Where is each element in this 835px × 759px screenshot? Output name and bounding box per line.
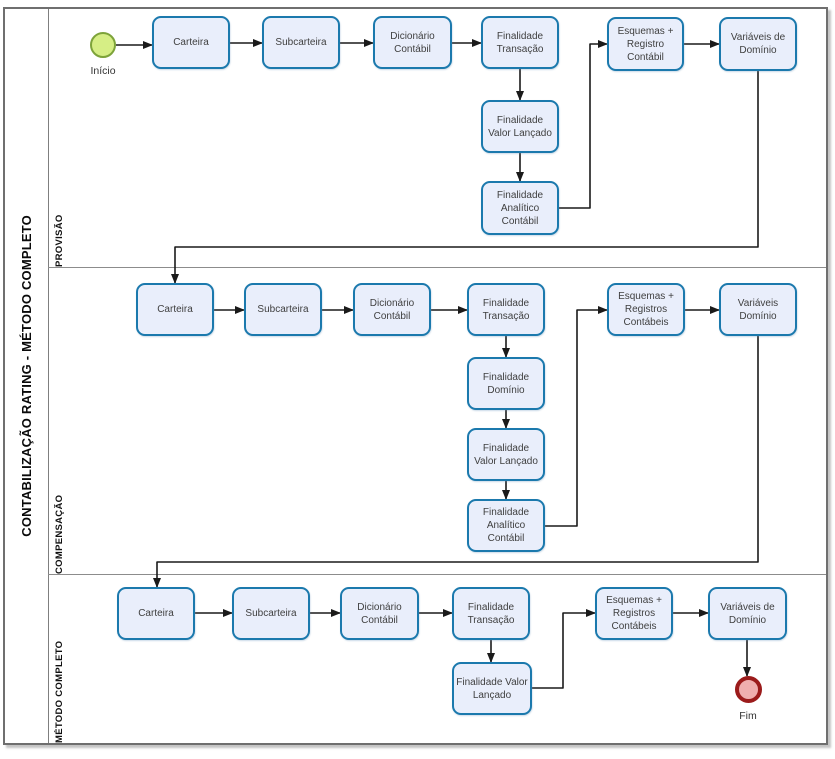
task-label: Dicionário Contábil — [390, 30, 435, 55]
task-label: Dicionário Contábil — [369, 297, 415, 322]
task-label: Subcarteira — [245, 608, 297, 619]
task-metodo-completo-carteira[interactable]: Carteira — [117, 587, 195, 640]
task-compensacao-finalidade-analitico-contabil[interactable]: Finalidade Analítico Contábil — [467, 499, 545, 552]
task-compensacao-finalidade-valor-lancado[interactable]: Finalidade Valor Lançado — [467, 428, 545, 481]
task-label: Finalidade Transação — [482, 297, 530, 322]
end-event-label: Fim — [739, 709, 757, 722]
task-metodo-completo-finalidade-valor-lancado[interactable]: Finalidade Valor Lançado — [452, 662, 532, 715]
task-label: Carteira — [173, 37, 209, 48]
task-label: Carteira — [157, 304, 193, 315]
task-provisao-finalidade-valor-lancado[interactable]: Finalidade Valor Lançado — [481, 100, 559, 153]
task-provisao-variaveis-de-dominio[interactable]: Variáveis de Domínio — [719, 17, 797, 71]
task-label: Esquemas + Registros Contábeis — [606, 595, 662, 632]
task-compensacao-subcarteira[interactable]: Subcarteira — [244, 283, 322, 336]
task-label: Dicionário Contábil — [357, 601, 402, 626]
task-label: Finalidade Domínio — [482, 371, 530, 396]
task-compensacao-dicionario-contabil[interactable]: Dicionário Contábil — [353, 283, 431, 336]
task-provisao-subcarteira[interactable]: Subcarteira — [262, 16, 340, 69]
task-label: Finalidade Transação — [496, 30, 544, 55]
task-label: Variáveis de Domínio — [730, 32, 786, 56]
task-metodo-completo-dicionario-contabil[interactable]: Dicionário Contábil — [340, 587, 419, 640]
task-metodo-completo-finalidade-transacao[interactable]: Finalidade Transação — [452, 587, 530, 640]
task-compensacao-finalidade-dominio[interactable]: Finalidade Domínio — [467, 357, 545, 410]
task-label: Finalidade Analítico Contábil — [496, 189, 544, 227]
task-provisao-dicionario-contabil[interactable]: Dicionário Contábil — [373, 16, 452, 69]
task-label: Finalidade Valor Lançado — [456, 676, 528, 701]
task-metodo-completo-variaveis-de-dominio[interactable]: Variáveis de Domínio — [708, 587, 787, 640]
start-event[interactable] — [90, 32, 116, 58]
task-label: Finalidade Analítico Contábil — [482, 507, 530, 544]
task-provisao-finalidade-transacao[interactable]: Finalidade Transação — [481, 16, 559, 69]
end-event[interactable] — [734, 675, 762, 703]
task-label: Finalidade Transação — [467, 601, 515, 626]
task-label: Subcarteira — [275, 37, 327, 48]
start-event-label: Início — [90, 65, 116, 77]
task-label: Subcarteira — [257, 304, 309, 315]
task-compensacao-carteira[interactable]: Carteira — [136, 283, 214, 336]
task-label: Esquemas + Registro Contábil — [617, 25, 674, 63]
task-label: Esquemas + Registros Contábeis — [618, 291, 674, 328]
task-label: Variáveis Domínio — [737, 297, 779, 322]
task-provisao-finalidade-analitico-contabil[interactable]: Finalidade Analítico Contábil — [481, 181, 559, 235]
task-compensacao-variaveis-dominio[interactable]: Variáveis Domínio — [719, 283, 797, 336]
task-metodo-completo-esquemas-registros-contabeis[interactable]: Esquemas + Registros Contábeis — [595, 587, 673, 640]
task-label: Variáveis de Domínio — [720, 601, 775, 626]
task-compensacao-esquemas-registros-contabeis[interactable]: Esquemas + Registros Contábeis — [607, 283, 685, 336]
task-provisao-esquemas-registro-contabil[interactable]: Esquemas + Registro Contábil — [607, 17, 684, 71]
task-label: Finalidade Valor Lançado — [474, 442, 538, 467]
pool-title-cell: CONTABILIZAÇÃO RATING - MÉTODO COMPLETO — [5, 9, 49, 743]
task-label: Carteira — [138, 608, 174, 619]
task-provisao-carteira[interactable]: Carteira — [152, 16, 230, 69]
task-metodo-completo-subcarteira[interactable]: Subcarteira — [232, 587, 310, 640]
task-compensacao-finalidade-transacao[interactable]: Finalidade Transação — [467, 283, 545, 336]
task-label: Finalidade Valor Lançado — [488, 114, 552, 139]
